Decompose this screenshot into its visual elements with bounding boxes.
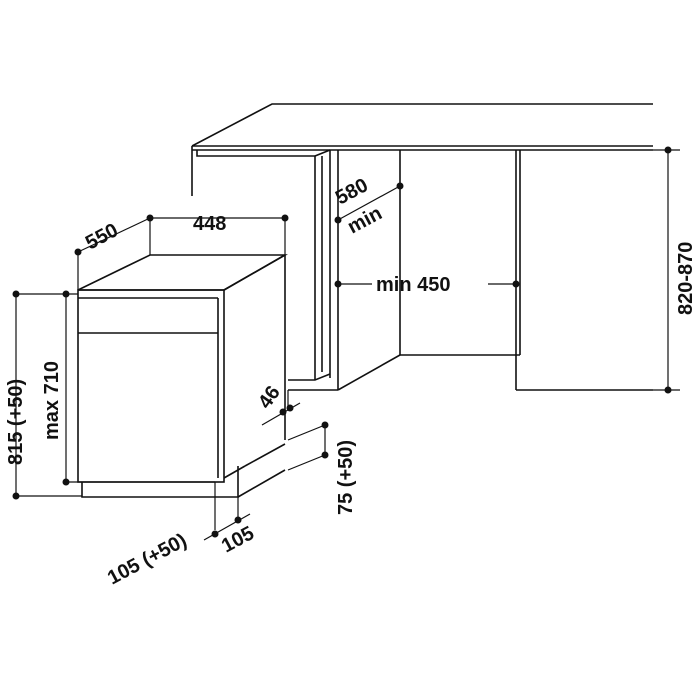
label-550: 550: [82, 219, 122, 254]
label-105: 105: [218, 522, 258, 557]
dim-line-105: [203, 513, 251, 541]
label-max-710: max 710: [41, 361, 63, 440]
dim-line-550: [77, 217, 151, 253]
label-448: 448: [193, 213, 226, 235]
label-105-50: 105 (+50): [104, 530, 190, 590]
countertop: [191, 103, 653, 151]
label-min-450: min 450: [376, 274, 450, 296]
dishwasher-body: [77, 254, 289, 498]
dim-line-580: [337, 185, 401, 221]
label-46: 46: [254, 382, 285, 413]
dimension-lines: [12, 146, 680, 541]
label-75: 75 (+50): [335, 440, 357, 515]
cabinet-niche: [191, 149, 653, 391]
label-min: min: [344, 202, 386, 238]
label-820-870: 820-870: [675, 242, 697, 315]
label-815: 815 (+50): [5, 379, 27, 465]
